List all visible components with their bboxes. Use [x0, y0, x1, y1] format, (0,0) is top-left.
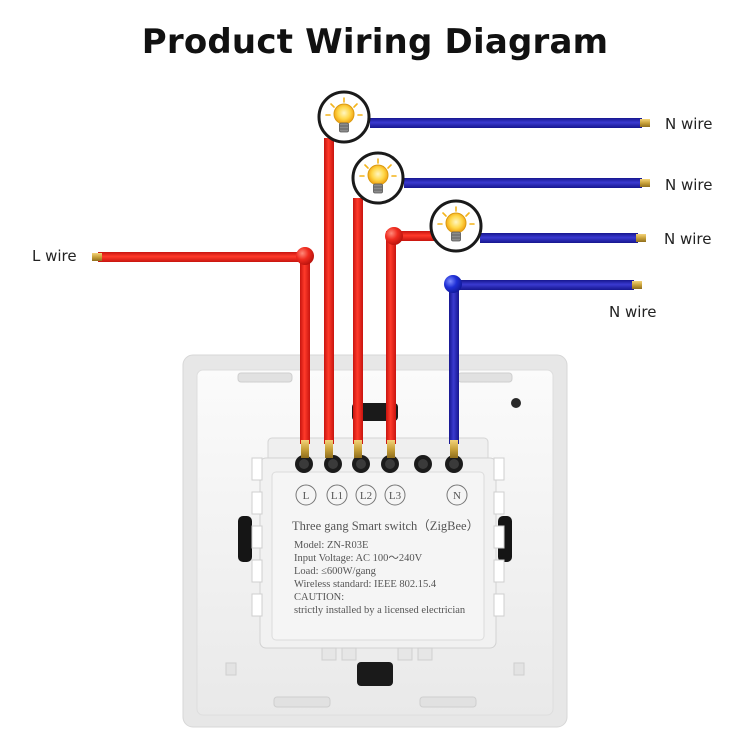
device-caution-title: CAUTION:	[294, 592, 344, 603]
terminal-screw-l1	[324, 455, 342, 473]
n-wire-label-2: N wire	[665, 176, 713, 194]
device-wireless: Wireless standard: IEEE 802.15.4	[294, 579, 437, 590]
l3-wire-junction	[385, 227, 403, 245]
l3-wire	[385, 227, 437, 458]
light-bulb-icon	[351, 151, 405, 205]
terminal-label-l1: L1	[331, 490, 343, 502]
switch-module-housing	[251, 437, 505, 661]
n-wire-label-4: N wire	[609, 303, 657, 321]
terminal-screw-empty	[414, 455, 432, 473]
device-model: Model: ZN-R03E	[294, 540, 368, 551]
device-name: Three gang Smart switch（ZigBee）	[292, 519, 479, 533]
n-wire-junction	[444, 275, 462, 293]
terminal-screw-n	[445, 455, 463, 473]
n-wire-label-1: N wire	[665, 115, 713, 133]
n-wire-1	[370, 118, 650, 128]
device-input-voltage: Input Voltage: AC 100～240V	[294, 553, 423, 564]
l1-wire	[324, 138, 334, 458]
terminal-label-l2: L2	[360, 490, 372, 502]
n-input-wire	[444, 275, 642, 458]
terminal-label-l: L	[303, 490, 310, 502]
terminal-screw-l	[295, 455, 313, 473]
terminal-label-circles	[295, 484, 468, 506]
page-title: Product Wiring Diagram	[141, 22, 609, 62]
l-input-wire	[92, 247, 314, 458]
terminal-screw-l2	[352, 455, 370, 473]
l-wire-label: L wire	[32, 247, 77, 265]
n-wire-2	[404, 178, 650, 188]
terminal-label-n: N	[453, 490, 461, 502]
l-wire-junction	[296, 247, 314, 265]
device-load: Load: ≤600W/gang	[294, 566, 377, 577]
n-wire-3	[480, 233, 646, 243]
terminal-screws	[295, 455, 463, 473]
n-wire-label-3: N wire	[664, 230, 712, 248]
device-caution-text: strictly installed by a licensed electri…	[294, 605, 466, 616]
light-bulb-icon	[317, 90, 371, 144]
terminal-label-l3: L3	[389, 490, 402, 502]
l2-wire	[353, 198, 363, 458]
light-bulb-icon	[429, 199, 483, 253]
terminal-screw-l3	[381, 455, 399, 473]
